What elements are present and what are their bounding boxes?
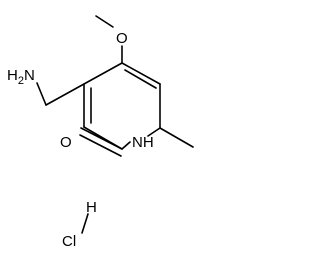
atom-amine-n: N <box>24 67 35 84</box>
bond-c3-ch2 <box>45 83 85 106</box>
bond-methyl-o <box>95 15 114 28</box>
atom-ring-nitrogen: NH <box>132 134 154 151</box>
atom-amine-h: H <box>7 67 18 84</box>
bond-c6-methyl <box>159 127 194 148</box>
atom-hydrogen: H <box>86 199 97 216</box>
atom-methoxy-oxygen: O <box>116 30 128 47</box>
bond-c6-n1 <box>147 127 161 137</box>
bond-ch2-n <box>36 82 47 106</box>
bond-c4-c5 <box>121 62 161 85</box>
atom-amine: H2N <box>7 67 35 87</box>
bond-c3-c4-inner <box>83 62 123 85</box>
bond-n1-c2 <box>121 141 131 150</box>
bond-c2-c3 <box>83 126 123 150</box>
atom-chlorine: Cl <box>62 233 76 250</box>
chemical-structure-diagram: O H2N NH O H Cl <box>7 15 194 250</box>
bond-h-cl <box>81 213 89 234</box>
bond-c2-o-double <box>79 134 122 157</box>
bond-c4-c5-double <box>124 69 157 89</box>
atom-labels: O H2N NH O H Cl <box>7 30 154 250</box>
bonds <box>36 15 194 234</box>
atom-amine-subscript: 2 <box>18 75 24 87</box>
atom-carbonyl-oxygen: O <box>60 134 72 151</box>
